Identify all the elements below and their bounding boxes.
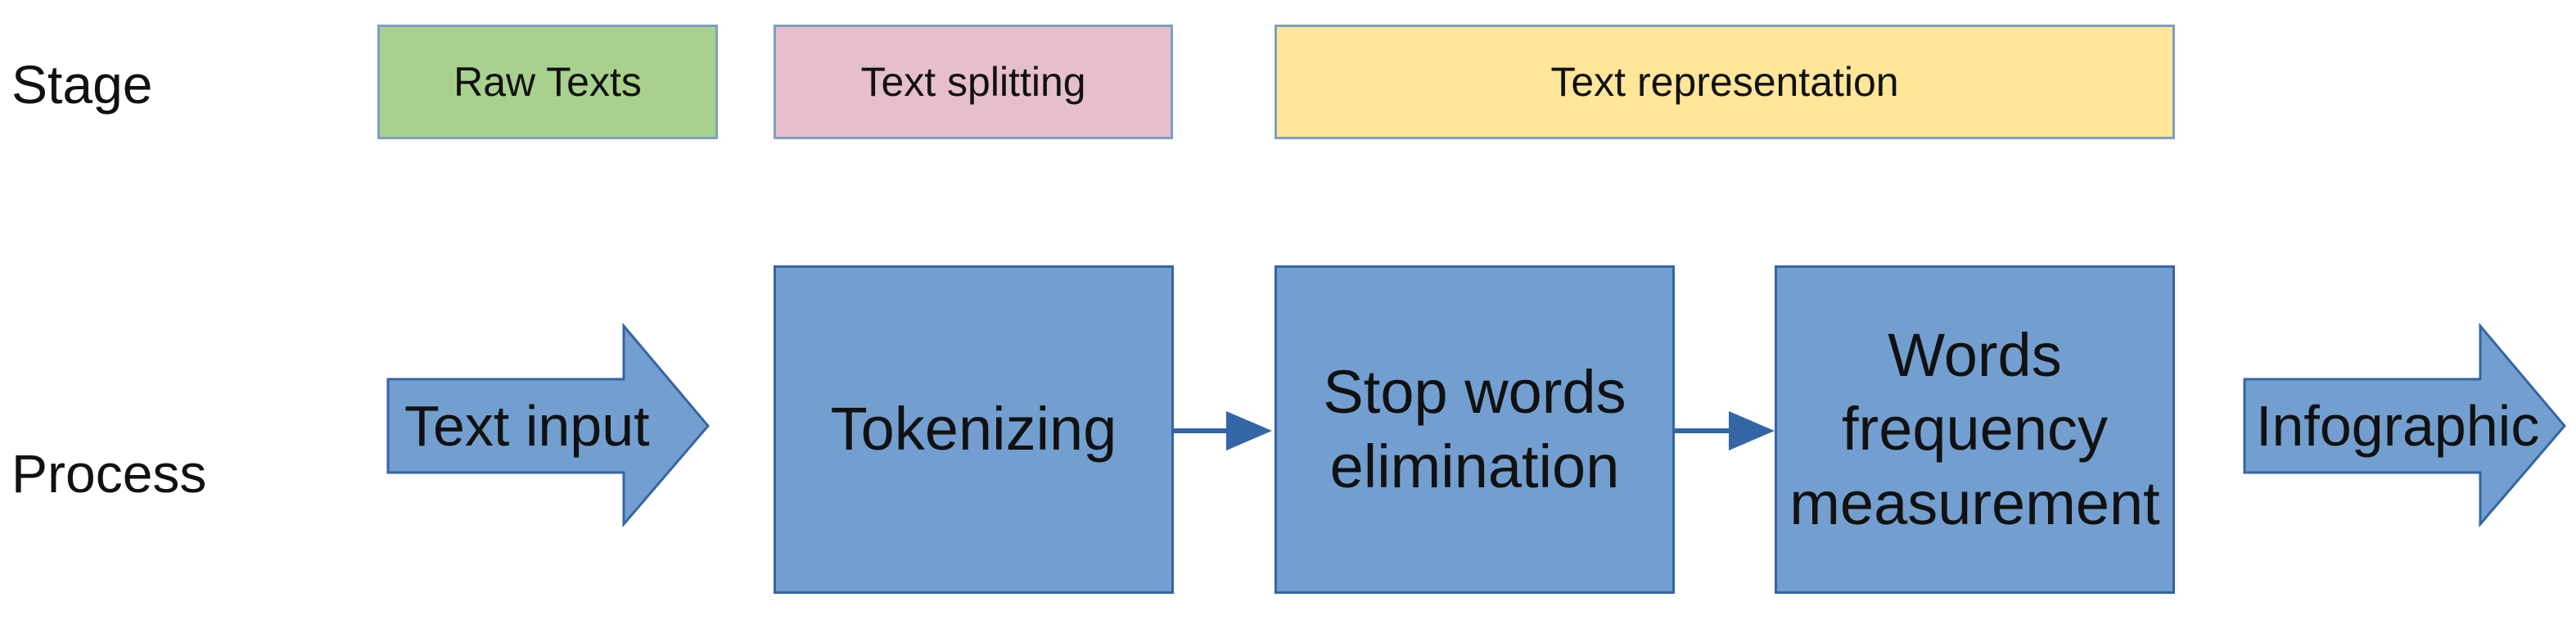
stage-raw-texts: Raw Texts — [377, 25, 718, 139]
stage-row-label: Stage — [11, 54, 153, 115]
process-row-label: Process — [11, 443, 207, 504]
process-step-tokenizing-label: Tokenizing — [830, 395, 1117, 464]
process-step-words-frequency: Words frequency measurement — [1775, 265, 2175, 594]
process-step-stop-words: Stop words elimination — [1274, 265, 1675, 594]
text-input-arrow-shape — [386, 322, 710, 528]
stage-raw-texts-label: Raw Texts — [453, 59, 642, 105]
stage-text-splitting-label: Text splitting — [860, 59, 1086, 105]
process-step-words-frequency-label: Words frequency measurement — [1789, 321, 2160, 537]
stage-text-representation: Text representation — [1274, 25, 2175, 139]
stage-text-splitting: Text splitting — [774, 25, 1173, 139]
connector-arrowhead-1 — [1226, 411, 1272, 450]
stage-text-representation-label: Text representation — [1550, 59, 1899, 105]
process-step-tokenizing: Tokenizing — [774, 265, 1174, 594]
infographic-arrow-shape — [2243, 322, 2566, 528]
connector-arrowhead-2 — [1729, 411, 1775, 450]
infographic-label: Infographic — [2256, 394, 2540, 458]
process-step-stop-words-label: Stop words elimination — [1323, 358, 1626, 500]
text-input-label: Text input — [404, 394, 650, 458]
